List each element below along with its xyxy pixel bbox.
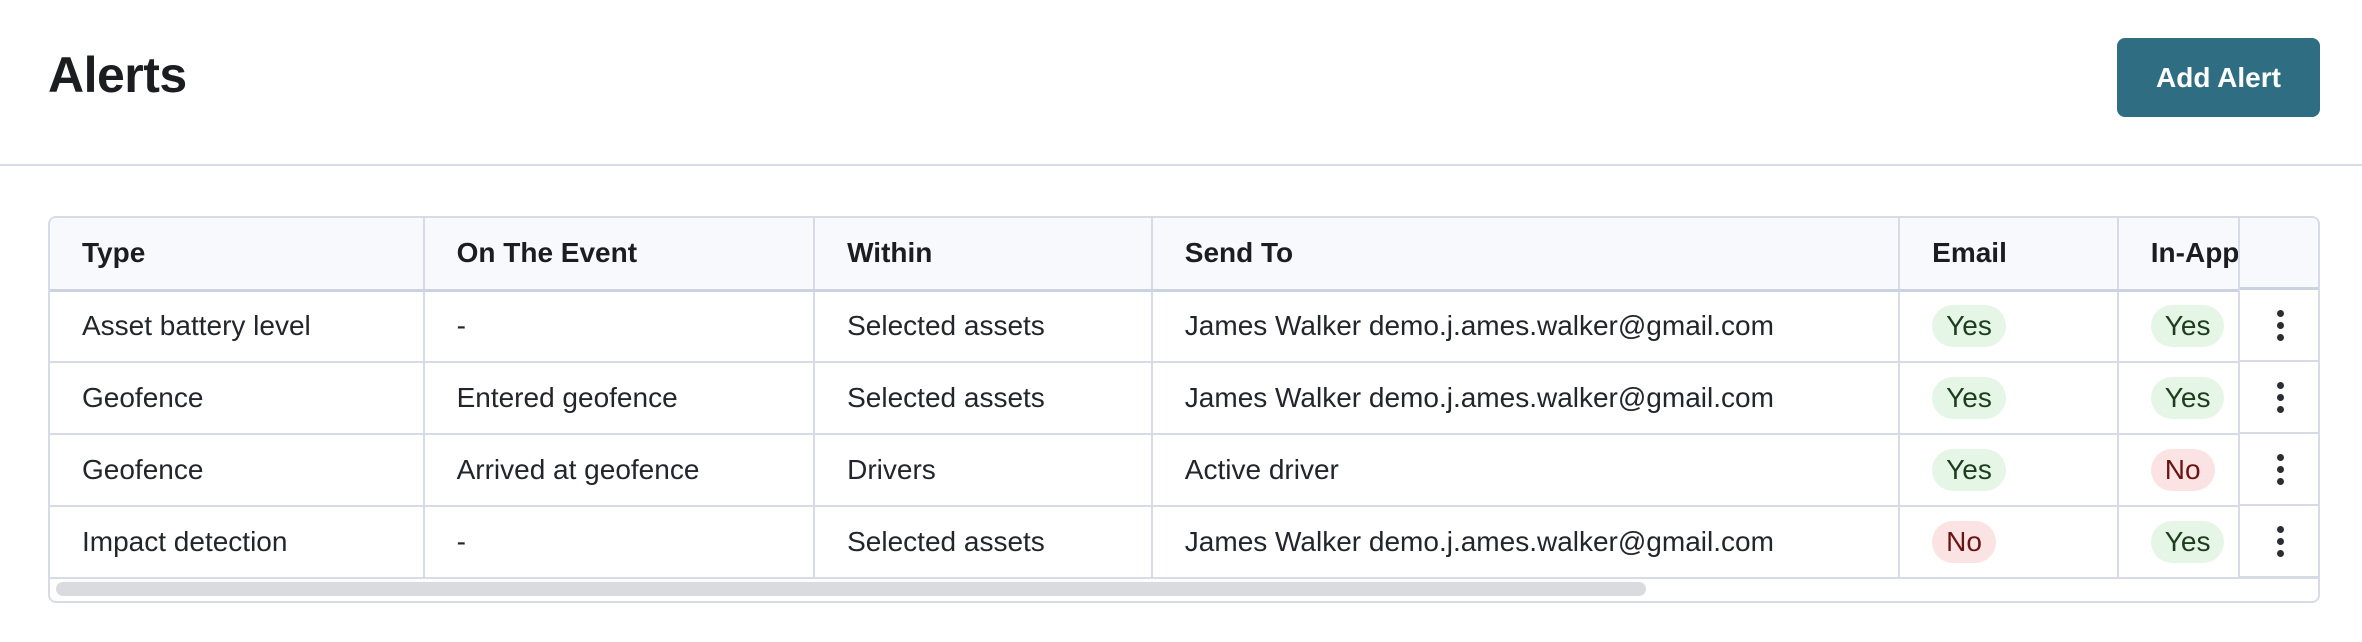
column-header-within[interactable]: Within xyxy=(814,218,1153,291)
cell-event: - xyxy=(423,290,816,363)
table-row[interactable]: Impact detection - Selected assets James… xyxy=(50,506,2318,579)
email-status-badge: Yes xyxy=(1932,449,2006,491)
email-status-badge: Yes xyxy=(1932,305,2006,348)
column-header-event[interactable]: On The Event xyxy=(423,218,816,291)
horizontal-scrollbar[interactable] xyxy=(56,582,1646,596)
cell-type: Geofence xyxy=(50,362,425,435)
actions-column-header xyxy=(2240,218,2318,290)
alerts-table: Type On The Event Within Send To Email I… xyxy=(50,218,2318,579)
cell-event: Entered geofence xyxy=(423,362,816,435)
cell-email: Yes xyxy=(1899,362,2119,435)
in-app-status-badge: Yes xyxy=(2150,521,2225,563)
row-actions-cell xyxy=(2240,290,2318,362)
cell-within: Selected assets xyxy=(814,506,1153,579)
cell-type: Geofence xyxy=(50,434,425,507)
cell-type: Asset battery level xyxy=(50,290,425,363)
table-row[interactable]: Geofence Entered geofence Selected asset… xyxy=(50,362,2318,435)
more-vertical-icon[interactable] xyxy=(2267,522,2294,561)
email-status-badge: Yes xyxy=(1932,377,2006,419)
row-actions-cell xyxy=(2240,506,2318,578)
cell-email: No xyxy=(1899,506,2119,579)
row-actions-cell xyxy=(2240,362,2318,434)
in-app-status-badge: Yes xyxy=(2150,377,2225,419)
cell-send-to: James Walker demo.j.ames.walker@gmail.co… xyxy=(1151,506,1901,579)
alerts-table-container: Type On The Event Within Send To Email I… xyxy=(48,216,2320,603)
cell-send-to: James Walker demo.j.ames.walker@gmail.co… xyxy=(1151,290,1901,363)
column-header-type[interactable]: Type xyxy=(50,218,425,291)
more-vertical-icon[interactable] xyxy=(2267,378,2294,417)
cell-event: Arrived at geofence xyxy=(423,434,816,507)
cell-event: - xyxy=(423,506,816,579)
cell-send-to: Active driver xyxy=(1151,434,1901,507)
more-vertical-icon[interactable] xyxy=(2267,450,2294,489)
email-status-badge: No xyxy=(1932,521,1996,563)
cell-type: Impact detection xyxy=(50,506,425,579)
table-row[interactable]: Asset battery level - Selected assets Ja… xyxy=(50,290,2318,363)
cell-email: Yes xyxy=(1899,434,2119,507)
column-header-email[interactable]: Email xyxy=(1899,218,2119,291)
row-actions-column xyxy=(2238,218,2318,578)
cell-within: Selected assets xyxy=(814,362,1153,435)
cell-email: Yes xyxy=(1899,290,2119,363)
in-app-status-badge: No xyxy=(2150,449,2215,491)
row-actions-cell xyxy=(2240,434,2318,506)
table-header-row: Type On The Event Within Send To Email I… xyxy=(50,218,2318,291)
page-title: Alerts xyxy=(48,47,187,103)
add-alert-button[interactable]: Add Alert xyxy=(2117,38,2320,117)
in-app-status-badge: Yes xyxy=(2150,305,2225,348)
table-row[interactable]: Geofence Arrived at geofence Drivers Act… xyxy=(50,434,2318,507)
column-header-send-to[interactable]: Send To xyxy=(1151,218,1901,291)
more-vertical-icon[interactable] xyxy=(2267,306,2294,345)
cell-send-to: James Walker demo.j.ames.walker@gmail.co… xyxy=(1151,362,1901,435)
cell-within: Drivers xyxy=(814,434,1153,507)
page-header: Alerts Add Alert xyxy=(0,0,2362,166)
cell-within: Selected assets xyxy=(814,290,1153,363)
